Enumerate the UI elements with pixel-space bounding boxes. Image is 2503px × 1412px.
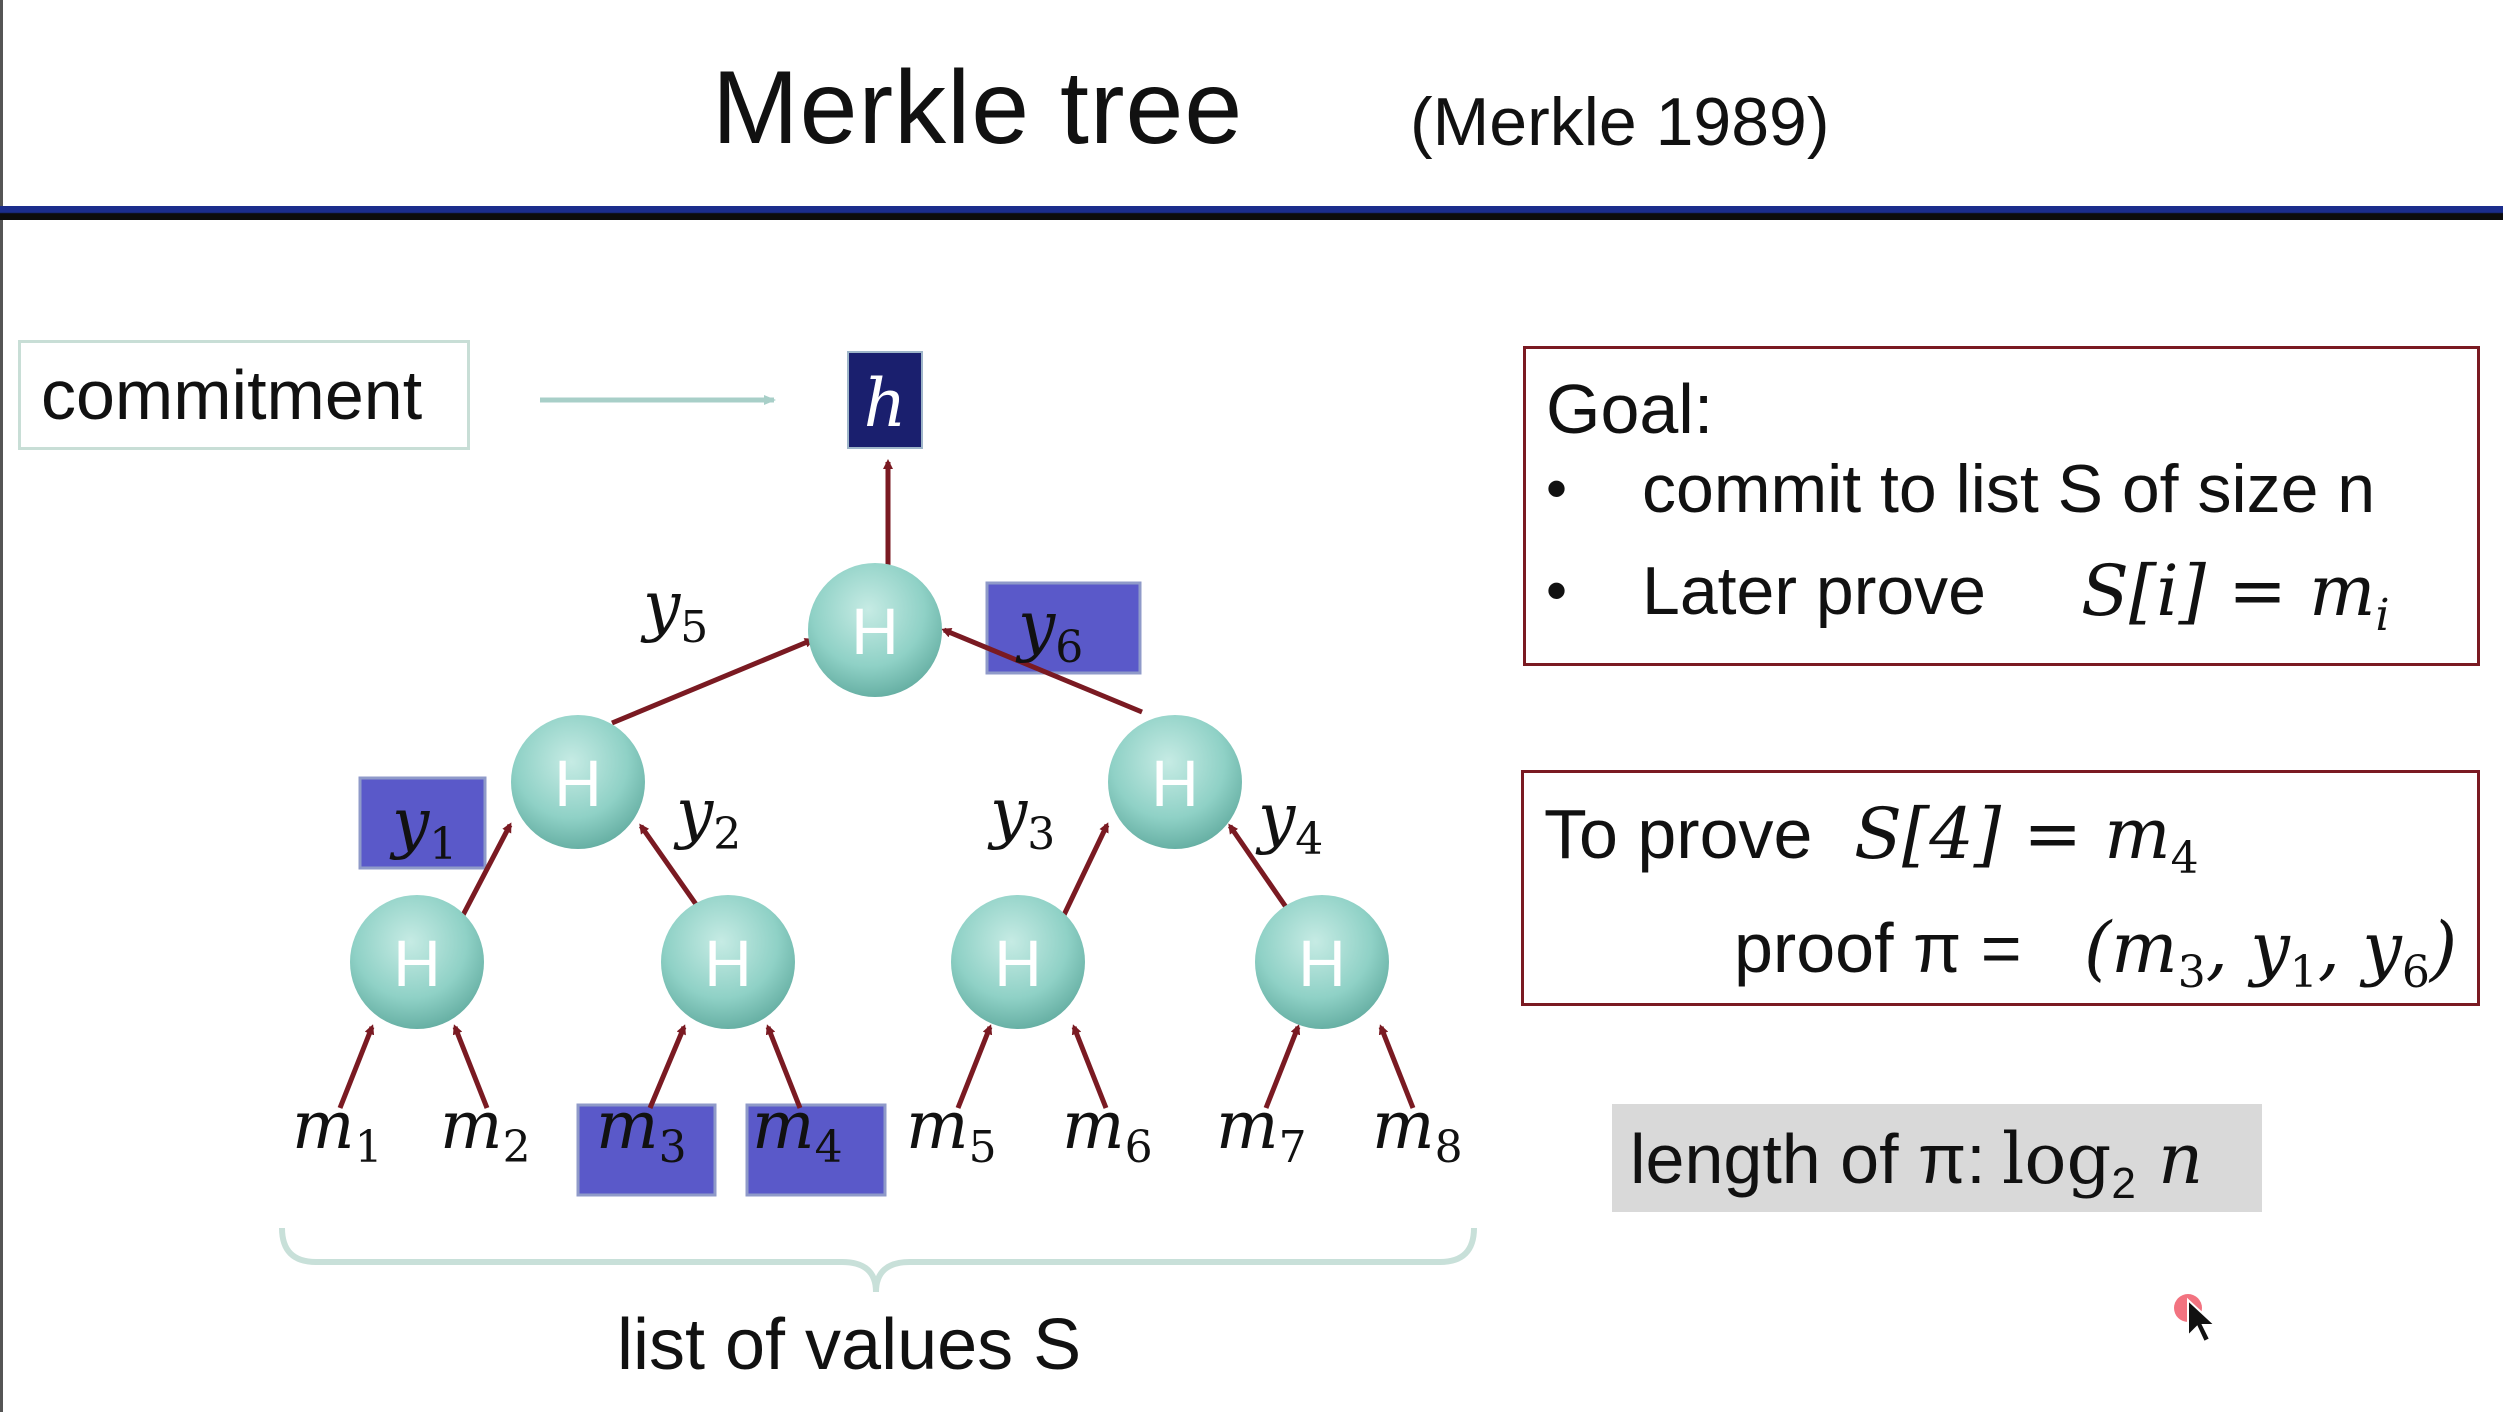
- hash-node-leaf-1: H: [350, 895, 484, 1029]
- arrow-y2: [638, 823, 703, 912]
- hash-node-right: H: [1108, 715, 1242, 849]
- prove-heading: To prove: [1544, 795, 1813, 873]
- arrow-m7: [1263, 1024, 1301, 1109]
- highlight-m3: [576, 1103, 717, 1197]
- root-hash-label: h: [864, 365, 907, 442]
- hash-node-leaf-3: H: [951, 895, 1085, 1029]
- label-y5: y5: [640, 567, 708, 653]
- arrow-m3: [647, 1024, 687, 1109]
- label-y3: y3: [987, 774, 1055, 860]
- proof-tuple: (m3, y1, y6): [2084, 907, 2458, 998]
- slide-title: Merkle tree: [712, 50, 1244, 166]
- hash-node-label: H: [393, 926, 441, 1000]
- hash-node-label: H: [1151, 746, 1199, 820]
- goal-math: S[i] = mi: [2081, 550, 2390, 641]
- arrow-y1: [459, 822, 513, 919]
- label-m3: m3: [596, 1087, 687, 1173]
- bullet-2-text: Later prove: [1642, 553, 1986, 629]
- arrow-m8: [1378, 1024, 1416, 1109]
- label-m6: m6: [1062, 1087, 1153, 1173]
- label-y2: y2: [673, 774, 741, 860]
- proof-length-formula: log2 n: [2002, 1118, 2204, 1208]
- hash-node-root: H: [808, 563, 942, 697]
- list-of-values-label: list of values S: [617, 1305, 1082, 1385]
- label-y1: y1: [389, 784, 457, 870]
- goal-box: Goal: • commit to list S of size n • Lat…: [1523, 346, 2480, 666]
- slide-edge: [0, 0, 3, 1412]
- proof-length-label: length of π:: [1630, 1120, 1986, 1198]
- label-y4: y4: [1255, 779, 1323, 865]
- arrow-m4: [765, 1024, 803, 1109]
- commitment-label-box: commitment: [18, 340, 470, 450]
- label-m1: m1: [292, 1087, 383, 1173]
- label-m5: m5: [906, 1087, 997, 1173]
- highlight-y1: [358, 776, 487, 870]
- hash-node-left: H: [511, 715, 645, 849]
- arrow-m2: [452, 1024, 490, 1109]
- arrow-y6: [941, 627, 1143, 715]
- bullet-1-text: commit to list S of size n: [1642, 451, 2376, 527]
- list-brace: [279, 1227, 1477, 1293]
- arrow-m6: [1071, 1024, 1109, 1109]
- arrow-y5: [611, 637, 815, 726]
- label-m7: m7: [1216, 1087, 1307, 1173]
- hash-node-label: H: [704, 926, 752, 1000]
- label-y6: y6: [1015, 587, 1083, 673]
- proof-length-box: length of π: log2 n: [1612, 1104, 2262, 1212]
- root-hash-box: [847, 351, 923, 449]
- label-m2: m2: [440, 1087, 531, 1173]
- hash-node-label: H: [851, 594, 899, 668]
- commitment-label: commitment: [41, 356, 423, 434]
- bullet-2-glyph: •: [1546, 557, 1568, 624]
- mouse-pointer-icon: [2174, 1294, 2218, 1344]
- label-m4: m4: [752, 1087, 843, 1173]
- arrow-y4: [1227, 823, 1291, 912]
- arrow-y3: [1060, 822, 1110, 919]
- hash-node-label: H: [994, 926, 1042, 1000]
- highlight-m4: [745, 1103, 887, 1197]
- prove-statement: S[4] = m4: [1854, 793, 2199, 884]
- arrow-m1: [337, 1024, 375, 1109]
- hash-node-leaf-4: H: [1255, 895, 1389, 1029]
- hash-node-label: H: [1298, 926, 1346, 1000]
- hash-node-label: H: [554, 746, 602, 820]
- bullet-1-glyph: •: [1546, 455, 1568, 522]
- title-rule: [0, 206, 2503, 220]
- hash-node-leaf-2: H: [661, 895, 795, 1029]
- proof-label: proof π =: [1734, 909, 2022, 987]
- label-m8: m8: [1372, 1087, 1463, 1173]
- goal-title: Goal:: [1546, 370, 1714, 448]
- title-reference: (Merkle 1989): [1410, 84, 1830, 160]
- arrow-m5: [955, 1024, 993, 1109]
- prove-box: To prove S[4] = m4 proof π = (m3, y1, y6…: [1521, 770, 2480, 1006]
